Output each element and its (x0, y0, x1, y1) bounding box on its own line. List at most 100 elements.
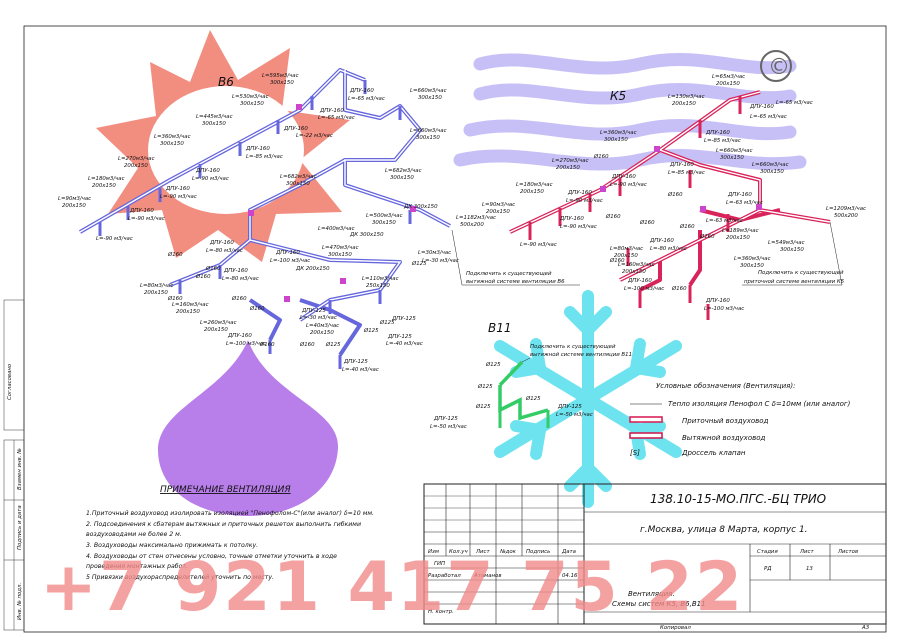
b6-mark-2: Ø160 (205, 265, 221, 272)
k5-dev-8: ДПУ-160 (649, 238, 674, 244)
b6-connect-1: Подключить к существующей (466, 271, 552, 277)
k5-dev-2: ДПУ-160 (705, 130, 730, 136)
k5-dampers (600, 146, 762, 212)
phone-watermark: +7 921 417 75 22 (40, 548, 744, 627)
stamp-stage-h: Стадия (757, 549, 778, 555)
b6-mark-1: Ø160 (167, 251, 183, 258)
k5-label: К5 (610, 89, 626, 103)
side-strip (3, 299, 25, 631)
b6-dev-9: ДПУ-160 (223, 268, 248, 274)
b6-mark-11: Ø125 (363, 327, 379, 334)
k5-flow-14: L=160м3/час (618, 262, 655, 268)
b6-size-14: 300x150 (328, 252, 352, 258)
legend-valve: Дроссель клапан (681, 449, 746, 457)
legend-title: Условные обозначения (Вентиляция): (656, 382, 795, 390)
k5-size-9: 500x200 (834, 213, 858, 219)
k5-connect-2: приточной системе вентиляции К5 (744, 279, 845, 285)
b6-dev-1: ДПУ-160 (349, 88, 374, 94)
b6-dev-12: ДПУ-125 (301, 308, 326, 314)
b6-size-19: 200x150 (310, 330, 334, 336)
b6-small-16: L=-40 м3/час (342, 367, 379, 373)
b11-dev-2: ДПУ-125 (557, 404, 582, 410)
k5-flow-11: L=360м3/час (734, 256, 771, 262)
b6-mark-7: Ø160 (299, 341, 315, 348)
b6-mark-6: Ø160 (249, 305, 265, 312)
stamp-title-2: Схемы систем К5, В6,В11 (612, 600, 706, 608)
b6-small-15: L=-40 м3/час (386, 341, 423, 347)
b11-mark-4: Ø125 (525, 395, 541, 402)
b11-small-2: L=-50 м3/час (556, 412, 593, 418)
k5-size-5: 200x150 (520, 189, 544, 195)
b6-flow-1: L=595м3/час (262, 73, 299, 79)
k5-dev-9: ДПУ-160 (627, 278, 652, 284)
k5-small-10: L=-63 м3/час (706, 218, 743, 224)
purple-drop-shape (158, 340, 339, 516)
k5-mark-2: Ø160 (667, 191, 683, 198)
stamp-author: Атаманов (473, 573, 502, 579)
b6-size-10: 300x150 (390, 175, 414, 181)
b6-flow-9: L=660м3/час (410, 128, 447, 134)
k5-size-2: 200x150 (672, 101, 696, 107)
system-b6: В6 L=595м3/час 300x150 L=530м3/час 300x1… (58, 68, 580, 373)
k5-small-1: L=-65 м3/час (776, 100, 813, 106)
k5-mark-7: Ø160 (671, 285, 687, 292)
b6-flow-4: L=360м3/час (154, 134, 191, 140)
b6-dev-8: ДПУ-160 (209, 240, 234, 246)
b6-small-14: L=-30 м3/час (422, 258, 459, 264)
b6-flow-15: L=110м3/час (362, 276, 399, 282)
k5-small-6: L=-90 м3/час (566, 198, 603, 204)
notes-title: ПРИМЕЧАНИЕ ВЕНТИЛЯЦИЯ (160, 485, 291, 495)
k5-flow-6: L=90м3/час (482, 202, 515, 208)
b6-flow-10: L=682м3/час (385, 168, 422, 174)
b6-size-3: 300x150 (202, 121, 226, 127)
k5-connect-1: Подключить к существующей (758, 270, 844, 276)
k5-small-3: L=-85 м3/час (704, 138, 741, 144)
b6-mark-12: Ø125 (325, 341, 341, 348)
b6-size-6: 200x150 (92, 183, 116, 189)
k5-mark-8: Ø160 (609, 257, 625, 264)
k5-small-9: L=-63 м3/час (726, 200, 763, 206)
side-label-replace: Взамен инв. № (17, 448, 23, 490)
b6-drops (98, 80, 412, 369)
stamp-col-list: Лист (475, 549, 491, 555)
b6-dev-11: ДПУ-160 (227, 333, 252, 339)
b6-small-10: L=-80 м3/час (222, 276, 259, 282)
note-line-7: 5 Привязки воздухораспределителей уточни… (86, 574, 274, 581)
b6-small-13: L=-30 м3/час (300, 315, 337, 321)
snowflake-shape (494, 290, 682, 508)
b6-mark-9: Ø125 (411, 260, 427, 267)
b6-dev-4: ДПУ-160 (245, 146, 270, 152)
b6-dev-3: ДПУ-160 (283, 126, 308, 132)
b6-size-9: 300x150 (416, 135, 440, 141)
b6-small-9: L=-80 м3/час (206, 248, 243, 254)
stamp-role-gip: ГИП (434, 561, 445, 567)
stamp-col-date: Дата (561, 549, 576, 555)
notes: ПРИМЕЧАНИЕ ВЕНТИЛЯЦИЯ 1.Приточный воздух… (86, 485, 374, 581)
k5-drops (528, 96, 742, 320)
side-label-sign: Подпись и дата (17, 505, 23, 550)
stamp-col-doc: №док (499, 549, 517, 555)
b6-flow-6: L=180м3/час (88, 176, 125, 182)
b6-small-8: L=-90 м3/час (96, 236, 133, 242)
b6-size-2: 300x150 (240, 101, 264, 107)
stamp-address: г.Москва, улица 8 Марта, корпус 1. (640, 525, 808, 535)
k5-flow-12: L=189м3/час (722, 228, 759, 234)
b11-mark-2: Ø125 (477, 383, 493, 390)
b6-flow-14: L=470м3/час (322, 245, 359, 251)
k5-small-11: L=-80 м3/час (650, 246, 687, 252)
k5-dev-3: ДПУ-160 (669, 162, 694, 168)
b6-flow-19: L=40м3/час (306, 323, 339, 329)
k5-small-13: L=-100 м3/час (704, 306, 744, 312)
legend-exhaust-swatch (629, 432, 663, 439)
b6-small-11: L=-100 м3/час (270, 258, 310, 264)
legend: Условные обозначения (Вентиляция): Тепло… (629, 382, 851, 457)
k5-size-10: 300x150 (780, 247, 804, 253)
b6-flow-12: L=1182м3/час (456, 215, 496, 221)
b6-mark-4: Ø160 (167, 295, 183, 302)
b6-size-18: 200x150 (204, 327, 228, 333)
watermark-decorations: © (96, 30, 807, 516)
b6-dk-1: ДК 300х150 (349, 232, 384, 238)
b11-mark-3: Ø125 (475, 403, 491, 410)
b6-size-8: 300x150 (418, 95, 442, 101)
